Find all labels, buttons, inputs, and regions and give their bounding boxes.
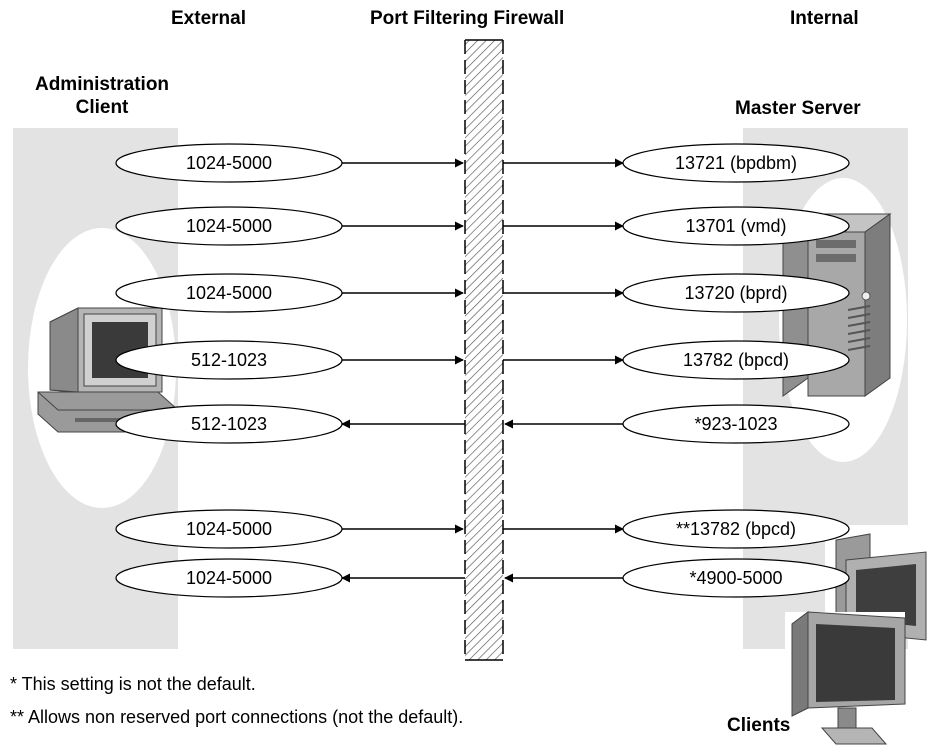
internal-port-label: *923-1023 xyxy=(694,414,777,434)
connection-row: 512-1023 *923-1023 xyxy=(115,404,850,444)
connection-row: 512-1023 13782 (bpcd) xyxy=(115,340,850,380)
internal-port-label: 13701 (vmd) xyxy=(685,216,786,236)
admin-client-label-line1: Administration xyxy=(34,74,170,95)
footnote-2: ** Allows non reserved port connections … xyxy=(10,707,464,727)
external-port-label: 1024-5000 xyxy=(186,519,272,539)
external-port-label: 1024-5000 xyxy=(186,153,272,173)
external-port-ellipse xyxy=(115,206,343,246)
external-port-ellipse xyxy=(115,340,343,380)
internal-port-label: *4900-5000 xyxy=(689,568,782,588)
internal-port-ellipse xyxy=(622,206,850,246)
external-header: External xyxy=(171,8,246,29)
external-port-ellipse xyxy=(115,143,343,183)
firewall-bar xyxy=(464,39,504,661)
footnote-1: * This setting is not the default. xyxy=(10,674,256,694)
internal-port-ellipse xyxy=(622,273,850,313)
internal-port-label: **13782 (bpcd) xyxy=(676,519,796,539)
internal-port-ellipse xyxy=(622,509,850,549)
external-port-ellipse xyxy=(115,404,343,444)
internal-port-label: 13782 (bpcd) xyxy=(683,350,789,370)
internal-header: Internal xyxy=(790,8,859,29)
internal-port-ellipse xyxy=(622,340,850,380)
monitor-icon xyxy=(785,525,933,745)
connection-row: 1024-5000 13701 (vmd) xyxy=(115,206,850,246)
admin-client-label-line2: Client xyxy=(75,96,129,118)
external-port-ellipse xyxy=(115,558,343,598)
admin-client-label: Administration Client xyxy=(12,74,192,120)
connection-row: 1024-5000 13720 (bprd) xyxy=(115,273,850,313)
external-port-label: 1024-5000 xyxy=(186,568,272,588)
connection-row: 1024-5000 *4900-5000 xyxy=(115,558,850,598)
connection-row: 1024-5000 13721 (bpdbm) xyxy=(115,143,850,183)
connections-layer: 1024-5000 13721 (bpdbm) 1024-5000 13701 (vm… xyxy=(115,143,850,598)
clients-label: Clients xyxy=(727,715,791,736)
desktop-computer-icon xyxy=(37,307,179,433)
external-port-label: 512-1023 xyxy=(191,414,267,434)
connection-row: 1024-5000 **13782 (bpcd) xyxy=(115,509,850,549)
external-port-label: 1024-5000 xyxy=(186,216,272,236)
external-port-label: 1024-5000 xyxy=(186,283,272,303)
internal-port-label: 13720 (bprd) xyxy=(684,283,787,303)
master-server-label: Master Server xyxy=(735,98,861,119)
firewall-header: Port Filtering Firewall xyxy=(370,8,565,29)
internal-port-ellipse xyxy=(622,558,850,598)
internal-port-ellipse xyxy=(622,404,850,444)
internal-port-label: 13721 (bpdbm) xyxy=(675,153,797,173)
external-port-label: 512-1023 xyxy=(191,350,267,370)
internal-port-ellipse xyxy=(622,143,850,183)
external-port-ellipse xyxy=(115,509,343,549)
external-port-ellipse xyxy=(115,273,343,313)
